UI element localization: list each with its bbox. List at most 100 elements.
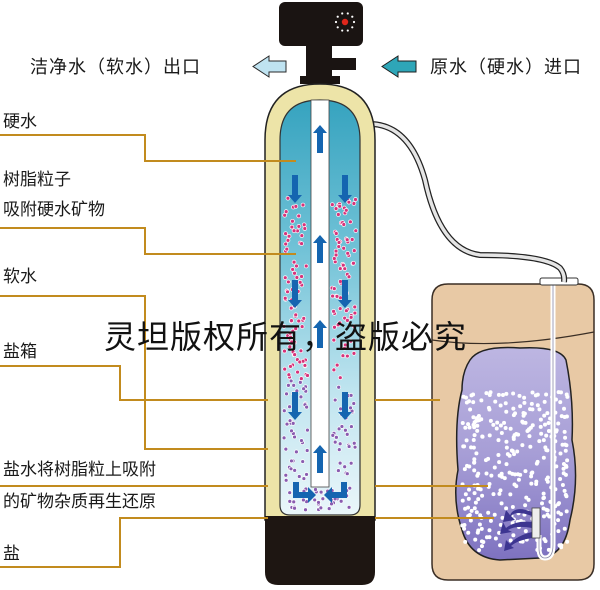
arrow-down-icon <box>338 175 352 203</box>
resin-particle <box>332 368 336 372</box>
resin-particle <box>286 383 291 388</box>
control-valve-icon <box>279 2 363 84</box>
salt-crystal <box>545 475 550 480</box>
salt-crystal <box>558 476 563 481</box>
salt-crystal <box>538 424 543 429</box>
resin-particle <box>341 354 345 358</box>
resin-particle <box>297 474 301 479</box>
resin-particle <box>343 465 347 469</box>
salt-crystal <box>461 394 466 399</box>
salt-crystal <box>496 392 501 397</box>
resin-particle <box>354 229 358 233</box>
resin-particle <box>282 409 286 413</box>
callout-resin-line1: 树脂粒子 <box>3 170 71 190</box>
salt-crystal <box>498 423 503 428</box>
resin-particle <box>348 406 353 410</box>
salt-crystal <box>492 512 497 517</box>
resin-particle <box>335 363 339 367</box>
resin-particle <box>345 318 350 323</box>
salt-crystal <box>474 510 479 515</box>
resin-particle <box>287 405 292 409</box>
resin-particle <box>297 224 301 228</box>
salt-crystal <box>563 435 568 440</box>
resin-particle <box>349 461 353 465</box>
resin-particle <box>289 429 294 433</box>
salt-crystal <box>472 425 477 430</box>
resin-particle <box>287 373 291 377</box>
salt-crystal <box>473 500 478 505</box>
resin-particle <box>294 313 298 317</box>
salt-crystal <box>511 413 516 418</box>
resin-particle <box>327 507 331 511</box>
salt-crystal <box>518 404 523 409</box>
resin-particle <box>338 204 342 208</box>
resin-particle <box>285 422 289 426</box>
salt-crystal <box>511 391 516 396</box>
resin-particle <box>303 226 307 231</box>
resin-particle <box>347 200 351 204</box>
resin-particle <box>284 392 289 396</box>
watermark: 灵坦版权所有，盗版必究 <box>104 318 468 356</box>
resin-particle <box>336 323 340 327</box>
resin-particle <box>286 280 290 284</box>
resin-particle <box>337 385 341 389</box>
salt-crystal <box>476 497 481 502</box>
resin-particle <box>290 219 295 223</box>
resin-particle <box>293 353 297 357</box>
salt-crystal <box>498 488 503 493</box>
salt-crystal <box>535 392 540 397</box>
salt-crystal <box>508 492 513 497</box>
resin-particle <box>338 376 342 380</box>
salt-crystal <box>562 429 567 434</box>
salt-crystal <box>468 518 473 523</box>
resin-particle <box>338 279 343 284</box>
salt-crystal <box>504 391 509 396</box>
salt-crystal <box>469 445 474 450</box>
salt-crystal <box>561 461 566 466</box>
resin-particle <box>338 296 343 300</box>
indicator-dot <box>334 20 338 24</box>
salt-crystal <box>475 530 480 535</box>
salt-crystal <box>544 448 549 453</box>
resin-particle <box>290 340 294 344</box>
resin-particle <box>291 329 295 333</box>
resin-particle <box>338 267 342 271</box>
resin-particle <box>289 335 293 339</box>
resin-particle <box>345 354 349 358</box>
salt-crystal <box>495 420 500 425</box>
resin-particle <box>287 234 291 238</box>
resin-particle <box>298 280 302 284</box>
salt-crystal <box>516 432 521 437</box>
resin-particle <box>313 498 317 502</box>
resin-particle <box>348 486 352 490</box>
indicator-dot <box>351 15 354 18</box>
callout-regeneration-line1: 盐水将树脂粒上吸附 <box>3 460 156 480</box>
salt-crystal <box>462 526 467 531</box>
salt-crystal <box>493 399 498 404</box>
salt-crystal <box>537 407 542 412</box>
resin-particle <box>334 231 338 236</box>
arrow-up-icon <box>313 235 327 263</box>
indicator-dot <box>341 29 344 32</box>
salt-crystal <box>486 456 491 461</box>
salt-crystal <box>471 400 476 405</box>
resin-particle <box>299 274 304 279</box>
resin-particle <box>301 359 305 363</box>
salt-crystal <box>562 488 567 493</box>
salt-crystal <box>511 435 516 440</box>
resin-particle <box>297 214 301 218</box>
resin-particle <box>338 307 342 311</box>
indicator-dot <box>336 15 339 18</box>
salt-crystal <box>479 398 484 403</box>
salt-crystal <box>521 410 526 415</box>
arrow-down-icon <box>288 175 302 203</box>
resin-particle <box>343 343 347 347</box>
resin-particle <box>299 242 304 246</box>
salt-crystal <box>477 548 482 553</box>
salt-crystal <box>517 393 522 398</box>
resin-particle <box>288 491 292 495</box>
salt-crystal <box>565 394 570 399</box>
resin-particle <box>336 212 340 217</box>
salt-crystal <box>504 445 509 450</box>
outlet-arrow-icon <box>252 55 287 78</box>
